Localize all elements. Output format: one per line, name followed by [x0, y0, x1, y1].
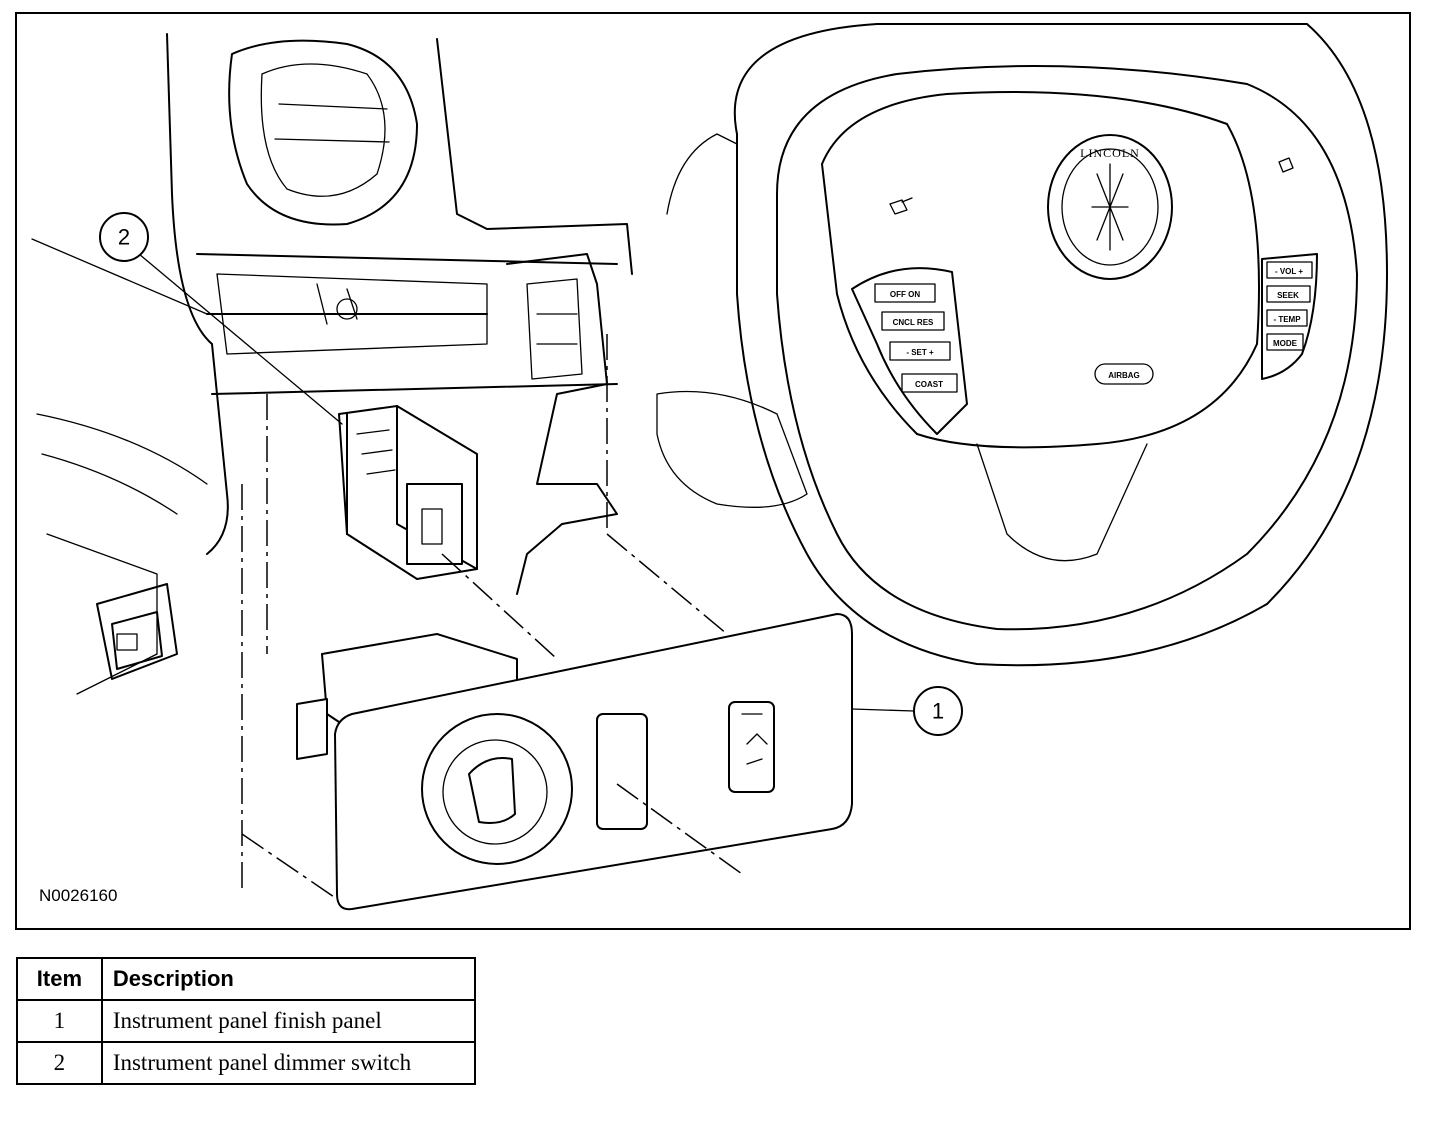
a-pillar — [166, 33, 229, 555]
horn-icon-right — [1278, 157, 1294, 173]
steering-hub — [821, 91, 1260, 449]
fog-lamp-switch[interactable] — [728, 701, 775, 793]
steering-wheel-rim — [733, 23, 1388, 667]
steering-wheel-rim-inner — [776, 65, 1358, 631]
alignment-line-4 — [441, 553, 558, 660]
left-switch-buttons: OFF ON CNCL RES - SET + COAST — [874, 283, 958, 393]
legend-header-description: Description — [100, 957, 477, 1001]
volume-label: - VOL + — [1275, 267, 1303, 276]
center-vent-outer — [228, 39, 418, 226]
legend-item-description: Instrument panel finish panel — [100, 999, 477, 1043]
left-pocket — [96, 583, 178, 680]
set-label: - SET + — [906, 348, 934, 357]
cancel-resume-button[interactable] — [881, 311, 945, 331]
seek-label: SEEK — [1277, 291, 1299, 300]
wheel-spoke-lower — [976, 443, 1148, 562]
airbag-badge — [1094, 363, 1154, 385]
headlamp-switch-ring — [442, 739, 548, 845]
legend-item-number: 2 — [16, 1041, 103, 1085]
set-button[interactable] — [889, 341, 951, 361]
leader-line-extra — [31, 238, 208, 315]
cruise-on-off-label: OFF ON — [890, 290, 920, 299]
callout-1-leader — [851, 708, 915, 712]
cancel-resume-label: CNCL RES — [893, 318, 934, 327]
coast-button[interactable] — [901, 373, 958, 393]
headlamp-knob[interactable] — [468, 757, 516, 824]
pocket-switch — [116, 633, 138, 651]
horn-icon-left — [889, 197, 913, 215]
center-vent-inner — [260, 63, 390, 197]
lincoln-logo-text: LINCOLN — [1080, 146, 1140, 160]
dimmer-thumbwheel — [421, 508, 443, 545]
mode-label: MODE — [1273, 339, 1298, 348]
finish-panel-face — [334, 613, 853, 911]
bracket-ribs — [526, 278, 583, 380]
lincoln-star — [1091, 163, 1129, 251]
callout-2-number: 2 — [118, 225, 130, 250]
alignment-line-6 — [616, 783, 743, 875]
diagram-illustration: LINCOLN AIRBAG OFF ON CNCL RES - SET + C… — [31, 23, 1388, 911]
diagram-figure: LINCOLN AIRBAG OFF ON CNCL RES - SET + C… — [15, 12, 1411, 930]
legend-header-item: Item — [16, 957, 103, 1001]
steering-column — [656, 133, 808, 508]
volume-button[interactable] — [1266, 261, 1313, 279]
finish-panel — [296, 613, 853, 911]
lincoln-emblem-inner — [1061, 148, 1159, 266]
center-stack — [196, 38, 633, 395]
left-switch-pod — [851, 267, 968, 435]
right-switch-buttons: - VOL + SEEK - TEMP MODE — [1266, 261, 1313, 351]
figure-id-label: N0026160 — [39, 886, 118, 905]
mode-button[interactable] — [1266, 333, 1304, 351]
headlamp-switch-bezel — [421, 713, 573, 865]
legend-item-number: 1 — [16, 999, 103, 1043]
dash-left-edge — [36, 413, 208, 695]
lincoln-emblem — [1047, 134, 1173, 280]
dimmer-bracket — [506, 253, 618, 595]
callout-2-leader — [138, 253, 343, 425]
seek-button[interactable] — [1266, 285, 1311, 303]
dimmer-switch-opening — [596, 713, 648, 830]
table-row: 1 Instrument panel finish panel — [16, 999, 477, 1043]
callout-2-circle — [99, 212, 149, 262]
legend-item-description: Instrument panel dimmer switch — [100, 1041, 477, 1085]
temp-label: - TEMP — [1273, 315, 1301, 324]
dimmer-switch-face — [406, 483, 463, 565]
coast-label: COAST — [915, 380, 943, 389]
temp-button[interactable] — [1266, 309, 1308, 327]
alignment-line-7 — [241, 833, 338, 900]
table-row: 2 Instrument panel dimmer switch — [16, 1041, 477, 1085]
alignment-line-5 — [606, 533, 728, 635]
legend-table: Item Description 1 Instrument panel fini… — [16, 957, 477, 1085]
callout-1-number: 1 — [932, 699, 944, 724]
dimmer-switch — [338, 405, 478, 580]
airbag-label: AIRBAG — [1108, 371, 1140, 380]
cruise-on-off-button[interactable] — [874, 283, 936, 303]
legend-header-row: Item Description — [16, 957, 477, 1001]
callout-1-circle — [913, 686, 963, 736]
mount-bolt — [336, 298, 358, 320]
